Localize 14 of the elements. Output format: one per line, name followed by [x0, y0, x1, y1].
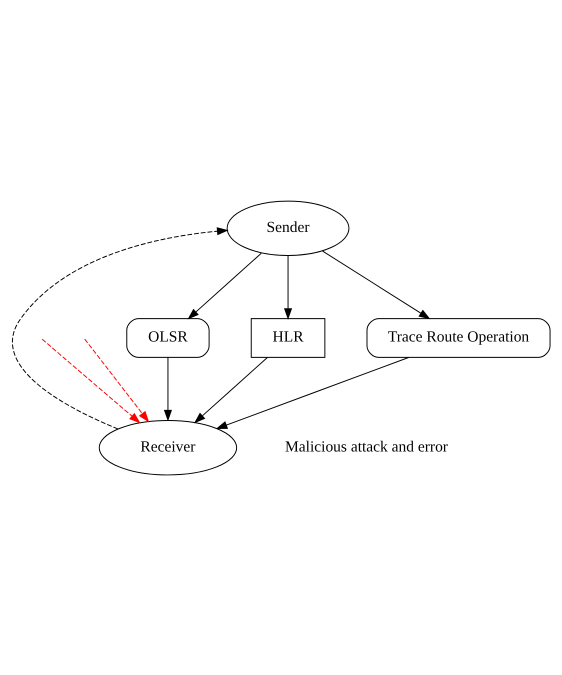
- arrow: [216, 356, 410, 429]
- node-box: Trace Route Operation: [366, 318, 551, 358]
- node-box: HLR: [250, 318, 326, 358]
- arrow: [42, 338, 141, 423]
- arrow: [194, 356, 268, 423]
- arrow: [284, 254, 292, 320]
- arrow: [164, 356, 172, 421]
- node-box: OLSR: [126, 318, 210, 358]
- arrow: [322, 250, 430, 319]
- node-ellipse: Sender: [226, 200, 350, 256]
- arrow: [187, 252, 262, 320]
- label: Malicious attack and error: [285, 438, 448, 455]
- arrow: [12, 226, 229, 429]
- arrow: [84, 338, 150, 423]
